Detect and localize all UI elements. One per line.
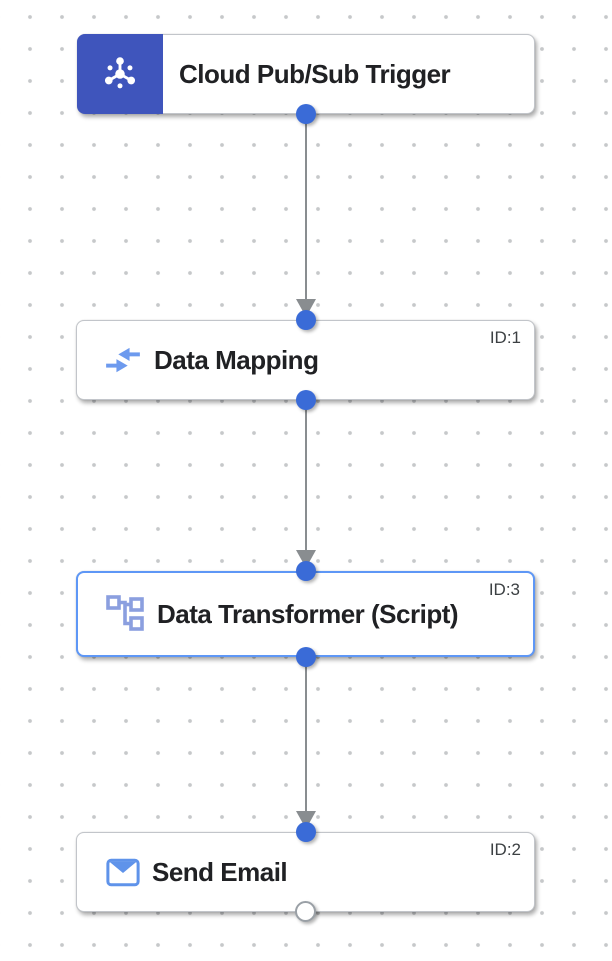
connector-line (304, 657, 308, 813)
node-title: Send Email (152, 856, 288, 887)
input-port[interactable] (295, 822, 316, 842)
node-cloud-pubsub-trigger[interactable]: Cloud Pub/Sub Trigger (77, 34, 535, 124)
connector-transformer-to-email (295, 657, 317, 830)
data-mapping-icon (104, 345, 142, 375)
connector-trigger-to-mapping (295, 114, 317, 318)
input-port[interactable] (295, 310, 316, 330)
pubsub-icon (77, 34, 163, 114)
node-title: Cloud Pub/Sub Trigger (179, 58, 451, 89)
connector-mapping-to-transformer (295, 400, 317, 569)
connector-line (304, 114, 308, 301)
input-port[interactable] (295, 561, 316, 581)
node-send-email[interactable]: Send Email ID:2 (76, 822, 535, 922)
output-port[interactable] (295, 647, 316, 667)
node-id-badge: ID:2 (489, 840, 521, 859)
output-port[interactable] (295, 390, 316, 410)
node-data-mapping[interactable]: Data Mapping ID:1 (76, 310, 535, 410)
output-port-empty[interactable] (295, 901, 316, 922)
node-id-badge: ID:1 (489, 328, 521, 347)
output-port[interactable] (296, 104, 316, 124)
node-data-transformer[interactable]: Data Transformer (Script) ID:3 (76, 561, 535, 667)
node-title: Data Transformer (Script) (157, 598, 459, 629)
node-title: Data Mapping (154, 344, 319, 375)
connector-line (304, 400, 308, 552)
data-transformer-icon (105, 594, 145, 634)
node-id-badge: ID:3 (488, 580, 520, 599)
send-email-icon (106, 858, 140, 887)
